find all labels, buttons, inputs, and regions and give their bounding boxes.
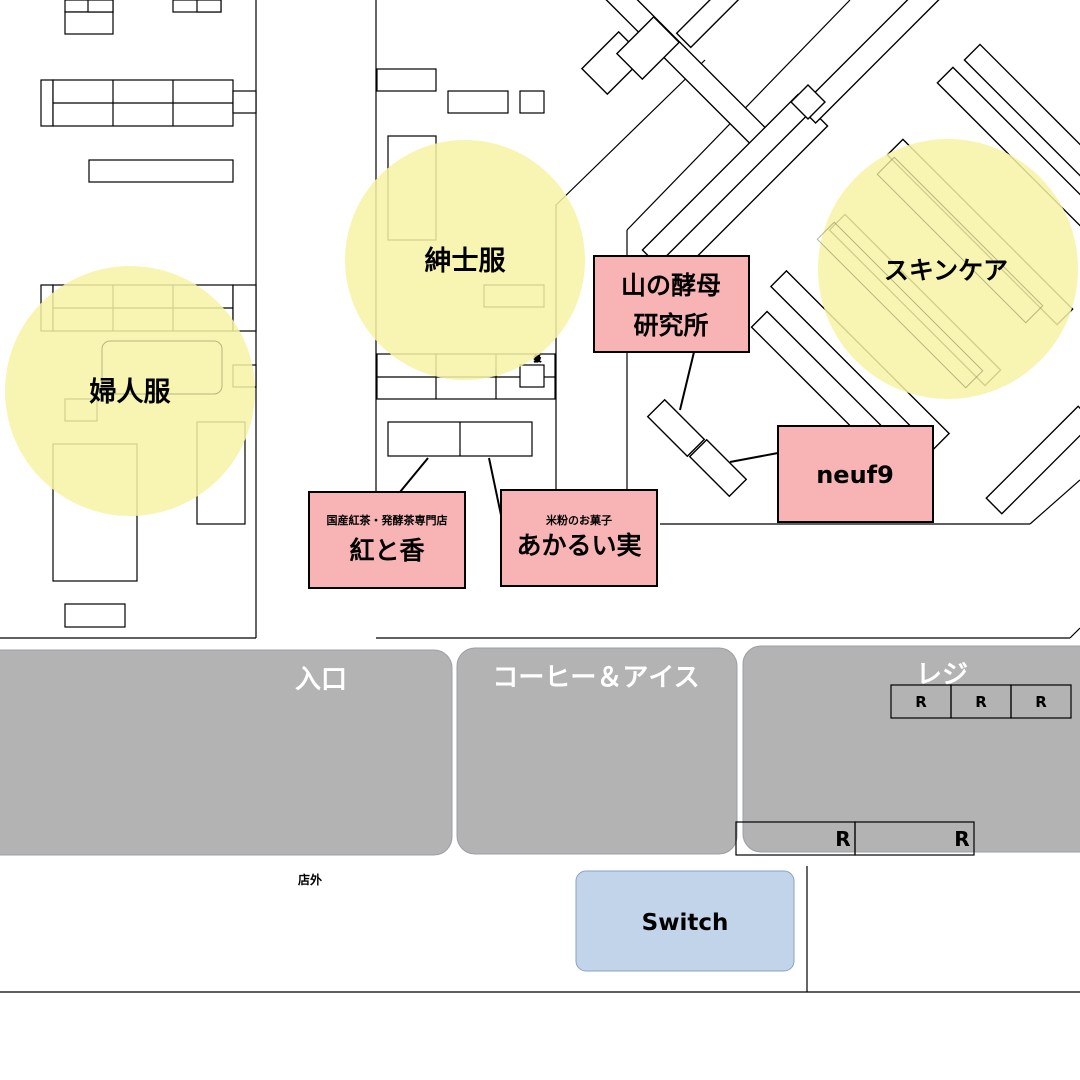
- shop-akaruimi-name: あかるい実: [516, 531, 641, 560]
- register-r2: R: [975, 693, 987, 711]
- zone-circles: [5, 139, 1078, 516]
- register-r4: R: [835, 827, 850, 851]
- switch-label: Switch: [642, 910, 729, 936]
- skincare-zone-label: スキンケア: [884, 256, 1008, 285]
- coffee-label: コーヒー＆アイス: [492, 663, 699, 693]
- register-area[interactable]: レジ: [742, 645, 1080, 853]
- entrance-area[interactable]: 入口: [0, 649, 453, 856]
- shop-yamanokobo[interactable]: 山の酵母 研究所: [593, 255, 750, 353]
- leader-lines: [399, 351, 779, 516]
- coffee-area[interactable]: コーヒー＆アイス: [456, 647, 738, 855]
- faint-fixtures: [101, 156, 1044, 395]
- shop-akaruimi-tagline: 米粉のお菓子: [545, 513, 612, 527]
- mens-zone-label: 紳士服: [425, 245, 507, 277]
- register-r1: R: [915, 693, 927, 711]
- shop-benitoka-tagline: 国産紅茶・発酵茶専門店: [327, 513, 448, 527]
- register-r3: R: [1035, 693, 1047, 711]
- shop-yamanokobo-line1: 山の酵母: [621, 271, 721, 300]
- shop-akaruimi[interactable]: 米粉のお菓子 あかるい実: [500, 489, 658, 587]
- shop-yamanokobo-line2: 研究所: [633, 311, 708, 340]
- fixture-note: 扱: [534, 354, 541, 363]
- shop-neuf9[interactable]: neuf9: [777, 425, 934, 523]
- shop-benitoka[interactable]: 国産紅茶・発酵茶専門店 紅と香: [308, 491, 466, 589]
- shop-benitoka-name: 紅と香: [349, 536, 424, 565]
- register-row-large: [735, 821, 975, 856]
- register-row-small: [890, 684, 1072, 719]
- shop-neuf9-name: neuf9: [816, 461, 894, 489]
- skincare-zone-circle: [818, 139, 1078, 399]
- womens-zone-label: 婦人服: [89, 377, 172, 408]
- register-r5: R: [954, 827, 969, 851]
- outside-label: 店外: [298, 872, 322, 887]
- mens-zone-circle: [345, 140, 585, 380]
- switch-area[interactable]: Switch: [575, 870, 795, 972]
- entrance-label: 入口: [295, 665, 347, 695]
- womens-zone-circle: [5, 266, 255, 516]
